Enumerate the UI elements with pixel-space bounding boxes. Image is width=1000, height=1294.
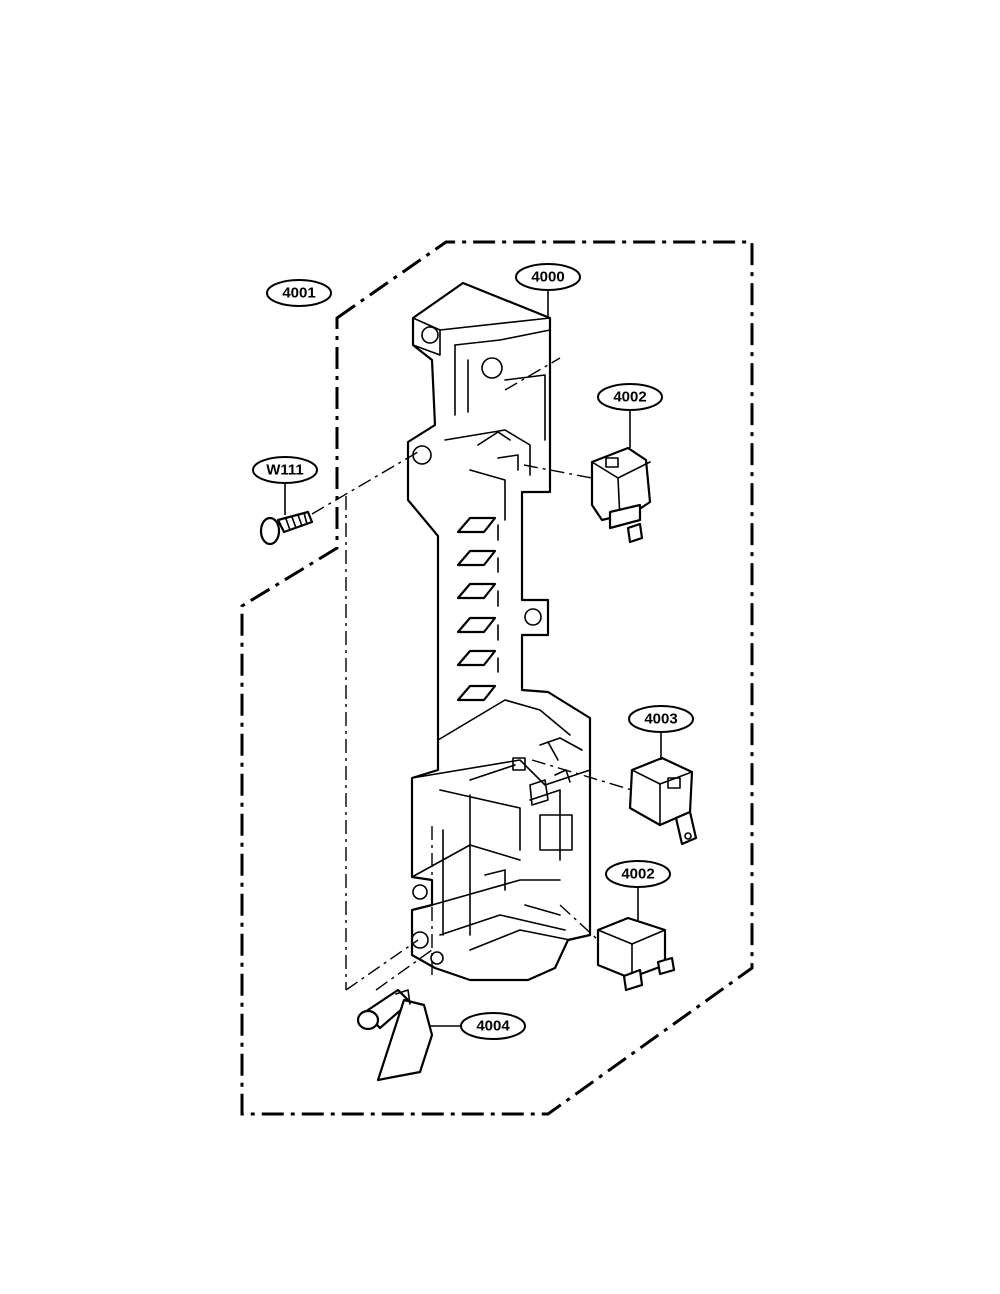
callout-4004-label: 4004	[476, 1018, 510, 1035]
screw-w111	[259, 510, 314, 546]
callout-4000-label: 4000	[531, 269, 564, 286]
switch-4002-bottom	[596, 916, 676, 992]
callout-4004: 4004	[460, 1012, 526, 1040]
callout-4000: 4000	[515, 263, 581, 291]
latch-lever-4004	[356, 988, 434, 1082]
switch-4003	[628, 756, 698, 846]
callout-4001: 4001	[266, 279, 332, 307]
callout-4003: 4003	[628, 705, 694, 733]
latch-frame	[406, 281, 592, 982]
callout-4002-bottom-label: 4002	[621, 866, 654, 883]
assembly-leaders	[311, 357, 633, 991]
callout-4002-bottom: 4002	[605, 860, 671, 888]
assembly-boundary	[240, 240, 754, 1116]
callout-w111: W111	[252, 456, 318, 484]
callout-4002-top: 4002	[597, 383, 663, 411]
callout-w111-label: W111	[266, 462, 304, 479]
callout-4003-label: 4003	[644, 711, 677, 728]
callout-leaders	[284, 289, 662, 1027]
callout-4002-top-label: 4002	[613, 389, 646, 406]
switch-4002-top	[590, 446, 652, 544]
callout-4001-label: 4001	[282, 285, 315, 302]
